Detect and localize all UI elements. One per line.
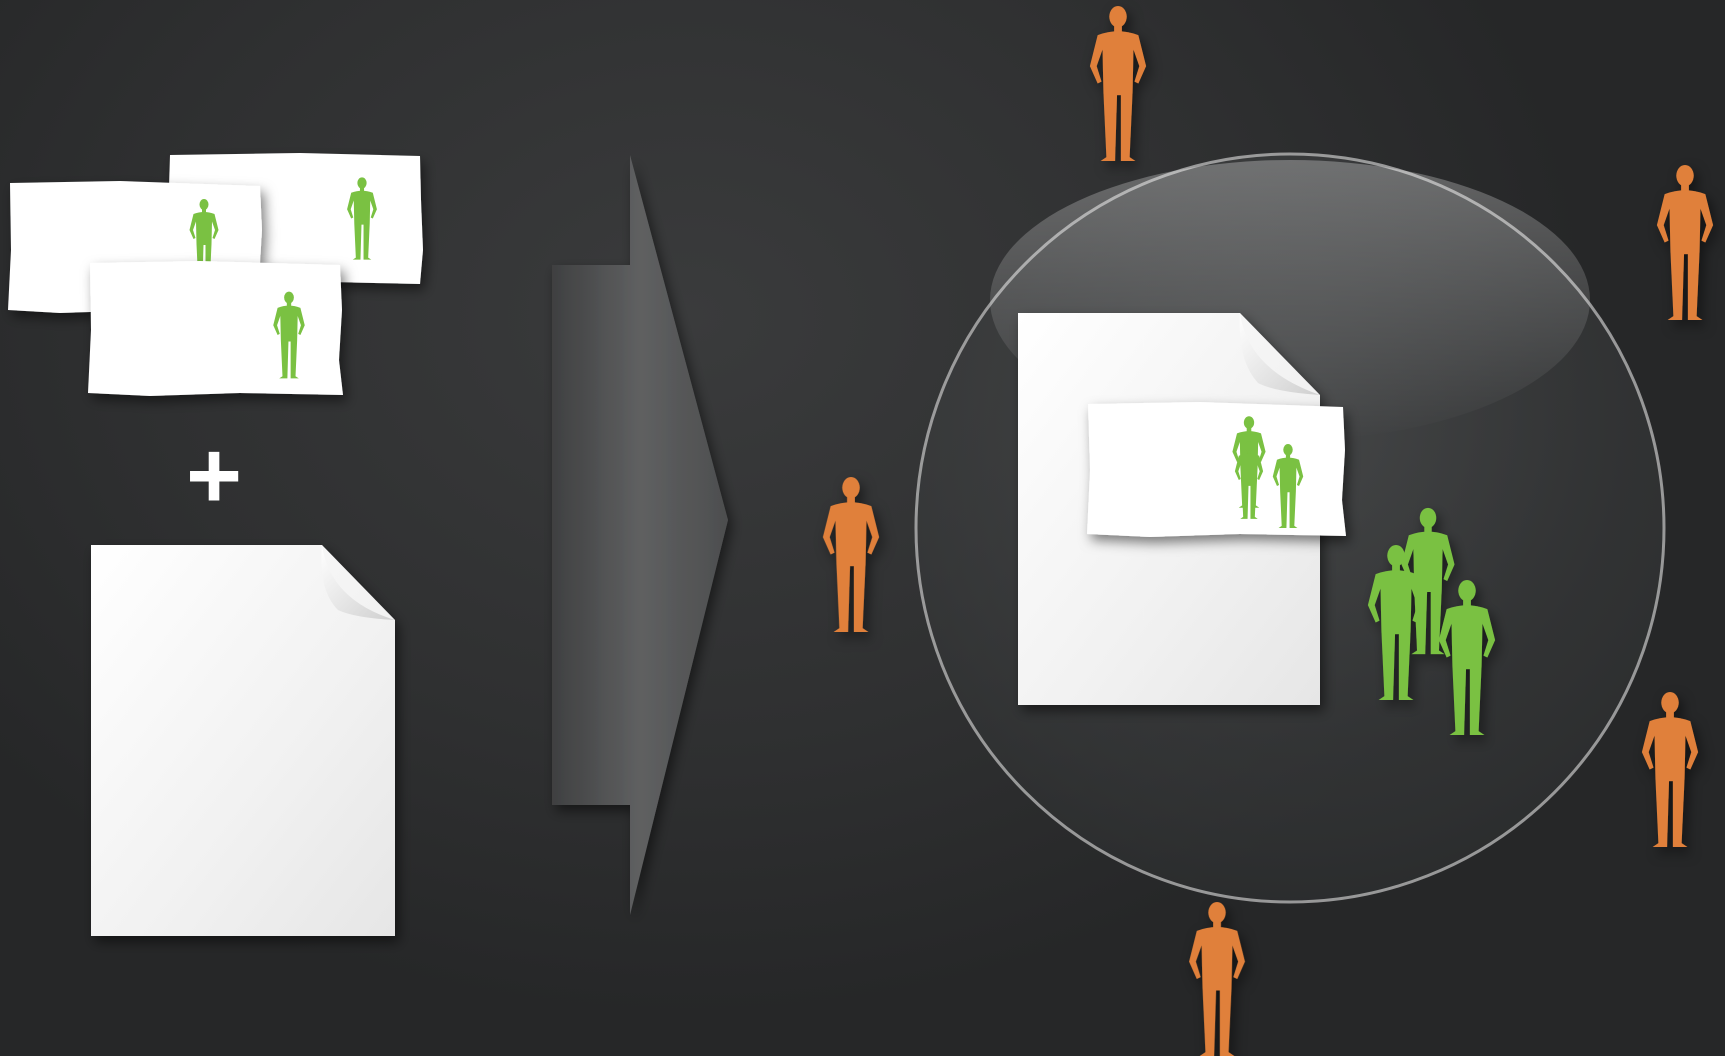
right-arrow-icon: [552, 155, 728, 915]
torn-card-front: [88, 261, 343, 396]
person-silhouette-icon: [823, 477, 879, 632]
blank-document-icon: [91, 545, 395, 936]
person-silhouette-icon: [1657, 165, 1713, 320]
person-silhouette-icon: [1642, 692, 1698, 847]
torn-paper-card-icon: [1087, 402, 1346, 537]
plus-sign: +: [186, 422, 242, 529]
person-silhouette-icon: [1189, 902, 1245, 1056]
person-silhouette-icon: [1090, 6, 1146, 161]
